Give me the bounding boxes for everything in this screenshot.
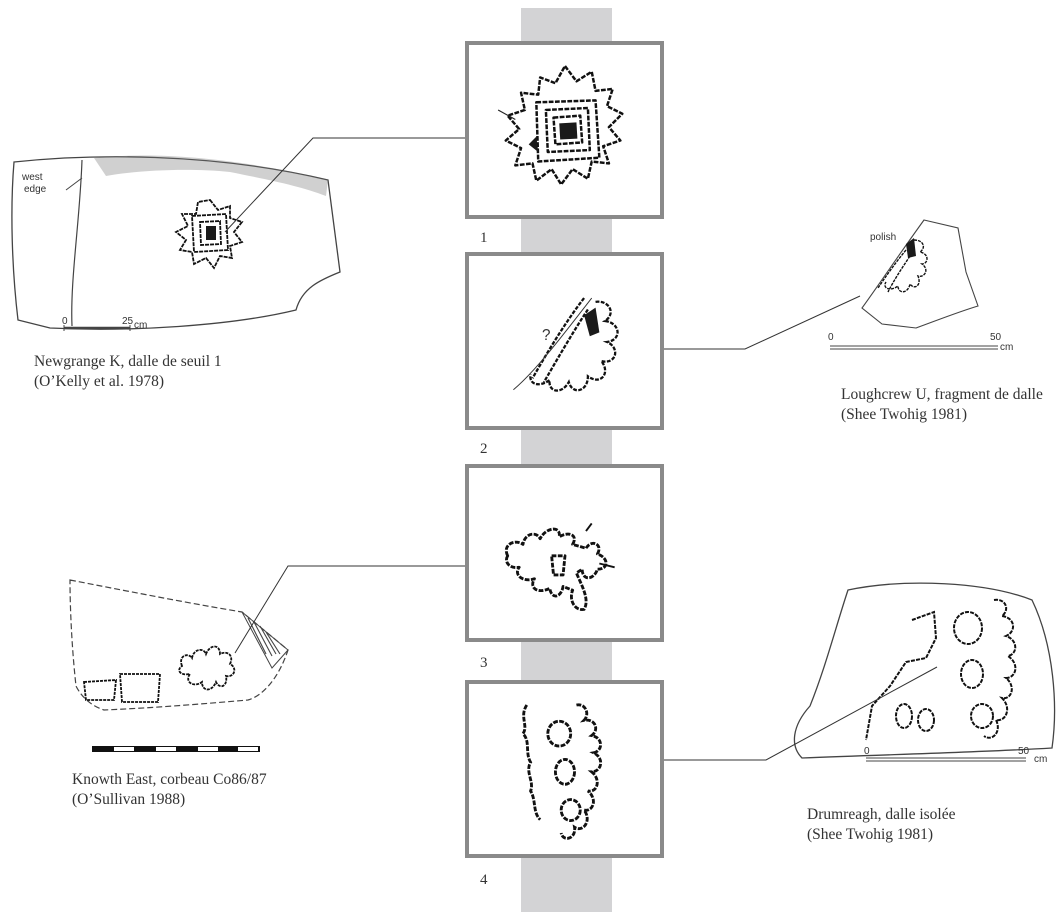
caption-knowth: Knowth East, corbeau Co86/87 (O’Sullivan… [72,770,267,810]
drumreagh-scale-end: 50 [1018,746,1030,757]
panel-number-2: 2 [480,441,488,457]
panel-2-motif: ? [513,297,619,392]
detail-panel-1 [465,41,664,219]
drumreagh-scale-start: 0 [864,746,870,757]
caption-drumreagh-title: Drumreagh, dalle isolée [807,806,956,823]
newgrange-stone-drawing: west edge 0 25 cm [11,155,341,331]
polish-label: polish [870,232,896,243]
caption-drumreagh: Drumreagh, dalle isolée (Shee Twohig 198… [807,805,955,845]
newgrange-scale-end: 25 [122,316,134,327]
detail-panel-4 [465,680,664,858]
panel-4-motif [521,703,603,840]
caption-loughcrew: Loughcrew U, fragment de dalle (Shee Two… [841,385,1043,425]
question-mark: ? [542,327,551,344]
caption-knowth-source: (O’Sullivan 1988) [72,791,186,808]
caption-newgrange-title: Newgrange K, dalle de seuil 1 [34,353,222,370]
caption-newgrange: Newgrange K, dalle de seuil 1 (O’Kelly e… [34,352,222,392]
west-label: west [21,172,43,183]
caption-newgrange-source: (O’Kelly et al. 1978) [34,373,164,390]
caption-knowth-title: Knowth East, corbeau Co86/87 [72,771,267,788]
caption-loughcrew-source: (Shee Twohig 1981) [841,406,968,423]
caption-drumreagh-source: (Shee Twohig 1981) [807,826,934,843]
detail-panel-2: ? [465,252,664,430]
panel-number-1: 1 [480,230,488,246]
loughcrew-stone-drawing: polish 0 50 cm [828,219,1013,353]
newgrange-scale-start: 0 [62,316,68,327]
loughcrew-scale-start: 0 [828,332,834,343]
newgrange-scale-unit: cm [134,320,147,331]
panel-number-4: 4 [480,872,488,888]
loughcrew-scale-unit: cm [1000,342,1013,353]
panel-1-motif [497,64,624,186]
detail-panel-3 [465,464,664,642]
knowth-stone-drawing [69,579,289,752]
edge-label: edge [24,184,47,195]
drumreagh-stone-drawing: 0 50 cm [793,582,1056,765]
panel-3-motif [504,522,615,611]
caption-loughcrew-title: Loughcrew U, fragment de dalle [841,386,1043,403]
drumreagh-scale-unit: cm [1034,754,1047,765]
loughcrew-scale-end: 50 [990,332,1002,343]
panel-number-3: 3 [480,655,488,671]
